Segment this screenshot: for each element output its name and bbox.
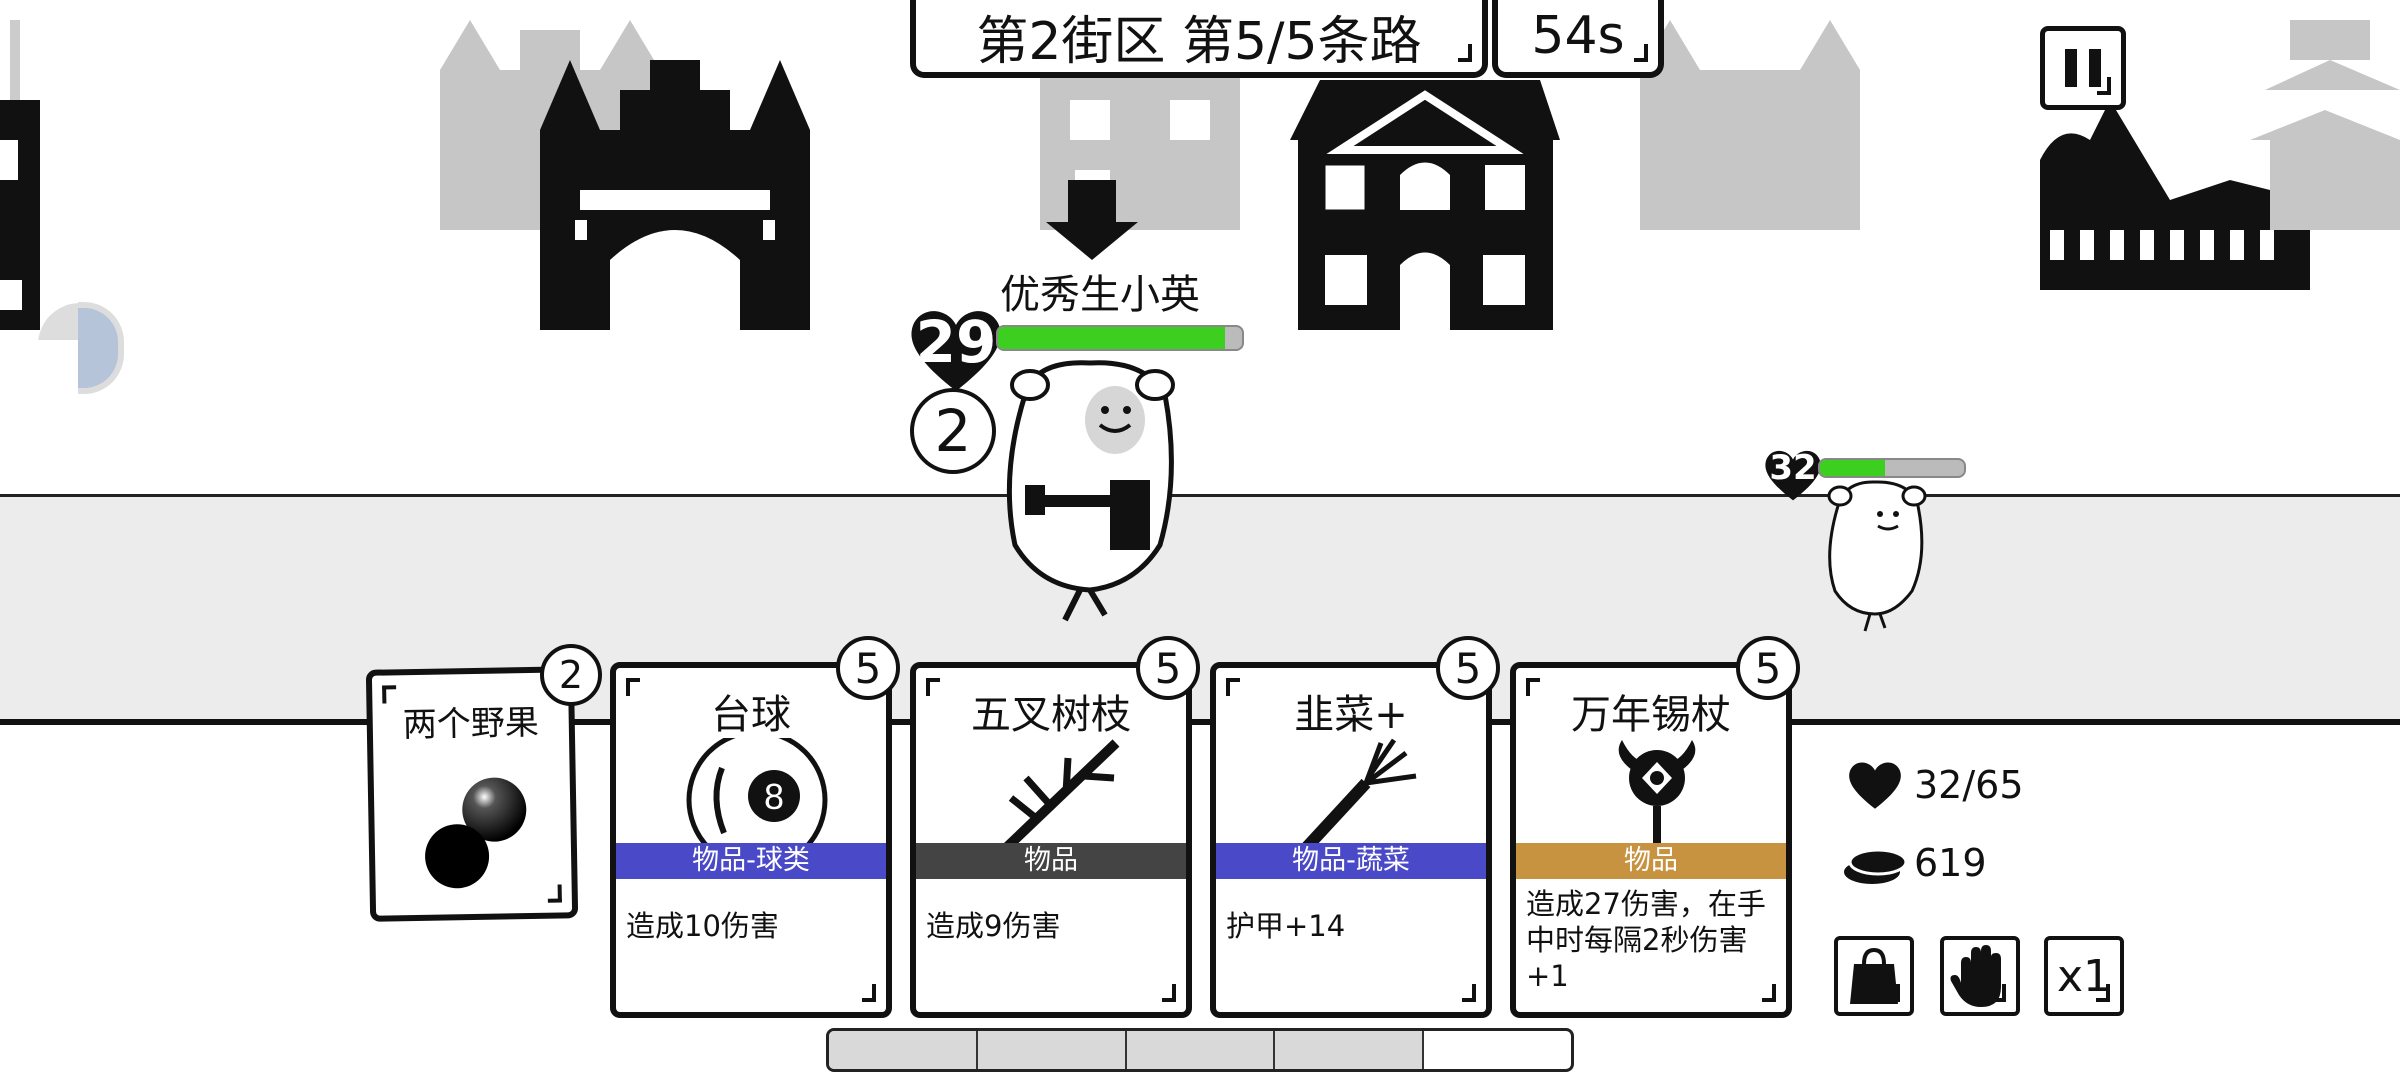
card-2-desc: 造成9伤害 (926, 909, 1061, 943)
card-3-title: 韭菜+ (1294, 692, 1408, 738)
branch-icon (1002, 739, 1120, 848)
card-3-cost: 5 (1436, 636, 1500, 700)
card-4-cost-value: 5 (1754, 643, 1782, 693)
card-1-type: 物品-球类 (616, 843, 886, 879)
enemy-intent-counter: 2 (910, 388, 996, 474)
card-1-desc: 造成10伤害 (626, 909, 779, 943)
hand-icon (1950, 945, 2001, 1007)
billiard-number: 8 (764, 776, 784, 817)
progress-segment (977, 1031, 1127, 1069)
stage-label: 第2街区 第5/5条路 (976, 11, 1422, 72)
speed-button[interactable]: x1 (2044, 936, 2124, 1016)
enemy-hp-fill (998, 327, 1225, 349)
card-3-desc: 护甲+14 (1226, 909, 1346, 943)
card-0-cost: 2 (540, 644, 602, 706)
enemy-hp-bar (996, 325, 1244, 351)
enemy-sprite[interactable] (995, 355, 1185, 625)
progress-segment (1126, 1031, 1276, 1069)
player-hp-bar (1818, 458, 1966, 478)
card-2-type: 物品 (916, 843, 1186, 879)
hand-card-2[interactable]: 五叉树枝 物品 造成9伤害 (910, 662, 1192, 1018)
background-scenery (0, 0, 2400, 340)
enemy-hp-value: 29 (915, 308, 997, 376)
enemy-intent-value: 2 (934, 397, 972, 465)
hand-button[interactable] (1940, 936, 2020, 1016)
coins-value: 619 (1914, 841, 1987, 885)
card-4-type: 物品 (1516, 843, 1786, 879)
player-hp-value: 32 (1769, 448, 1817, 488)
card-4-desc: 造成27伤害，在手中时每隔2秒伤害+1 (1526, 887, 1766, 993)
hand-card-0[interactable]: 两个野果 (365, 666, 579, 922)
pause-icon (2065, 49, 2101, 87)
progress-segment (1424, 1031, 1571, 1069)
progress-segment (1275, 1031, 1425, 1069)
chives-icon (1301, 738, 1417, 848)
tin-staff-icon (1618, 740, 1696, 850)
player-hp-fill (1820, 460, 1885, 476)
billiard-ball-icon: 8 (686, 738, 828, 848)
coins-icon (1844, 848, 1908, 884)
player-heart-icon (1762, 446, 1824, 504)
enemy-heart-icon (906, 305, 1006, 395)
card-3-cost-value: 5 (1454, 643, 1482, 693)
stage-indicator: 第2街区 第5/5条路 (910, 0, 1488, 78)
card-0-cost-value: 2 (558, 653, 584, 697)
health-value: 32/65 (1914, 763, 2024, 807)
bag-button[interactable] (1834, 936, 1914, 1016)
card-4-title: 万年锡杖 (1571, 692, 1731, 738)
health-stat: 32/65 (1846, 758, 2024, 812)
card-0-title: 两个野果 (402, 702, 540, 746)
coins-stat: 619 (1842, 838, 1987, 888)
wave-progress (826, 1028, 1574, 1072)
hand-card-4[interactable]: 万年锡杖 物品 造成27伤害，在手中时每隔2秒伤害+1 (1510, 662, 1792, 1018)
wild-fruits-icon (425, 777, 527, 889)
card-2-cost: 5 (1136, 636, 1200, 700)
card-3-type: 物品-蔬菜 (1216, 843, 1486, 879)
hand-card-3[interactable]: 韭菜+ 物品-蔬菜 护甲+14 (1210, 662, 1492, 1018)
card-1-cost: 5 (836, 636, 900, 700)
road (0, 494, 2400, 725)
progress-segment (829, 1031, 978, 1069)
card-2-cost-value: 5 (1154, 643, 1182, 693)
card-2-title: 五叉树枝 (971, 692, 1131, 738)
pause-button[interactable] (2040, 26, 2126, 110)
timer-label: 54s (1531, 6, 1625, 66)
speed-label: x1 (2056, 950, 2112, 1002)
heart-icon (1849, 762, 1901, 809)
shopping-bag-icon (1850, 947, 1898, 1004)
card-1-title: 台球 (711, 692, 791, 738)
card-4-cost: 5 (1736, 636, 1800, 700)
hand-card-1[interactable]: 台球 8 物品-球类 造成10伤害 (610, 662, 892, 1018)
card-1-cost-value: 5 (854, 643, 882, 693)
timer-box: 54s (1492, 0, 1664, 78)
enemy-name: 优秀生小英 (1000, 272, 1200, 318)
player-sprite (1820, 476, 1930, 636)
